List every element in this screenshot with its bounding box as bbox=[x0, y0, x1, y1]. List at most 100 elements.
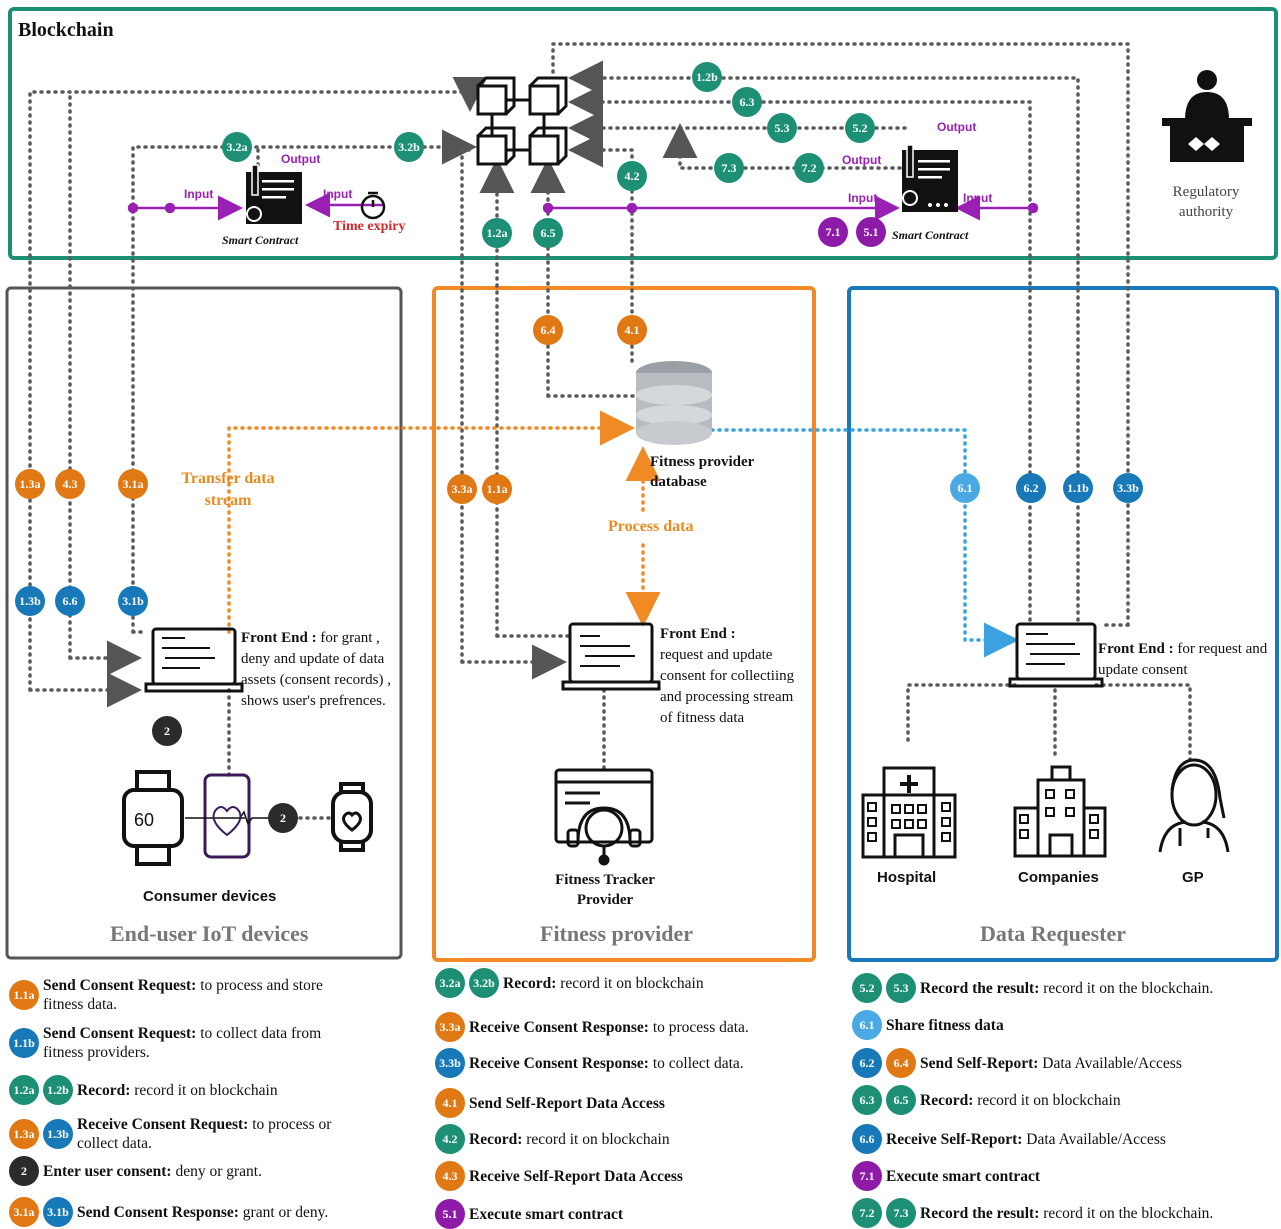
legend-badge: 3.3b bbox=[435, 1048, 465, 1078]
badge-5-1: 5.1 bbox=[856, 217, 886, 247]
badge-7-1: 7.1 bbox=[818, 217, 848, 247]
enduser-panel-title: End-user IoT devices bbox=[110, 921, 309, 946]
badge-6-2: 6.2 bbox=[1016, 473, 1046, 503]
legend-text: Enter user consent: deny or grant. bbox=[43, 1162, 262, 1181]
legend-badge: 3.1a bbox=[9, 1197, 39, 1227]
legend-desc: record it on blockchain bbox=[973, 1091, 1121, 1109]
badge-3-1b: 3.1b bbox=[118, 586, 148, 616]
timer-icon bbox=[360, 191, 386, 220]
smart-contract-label: Smart Contract bbox=[222, 233, 299, 247]
legend-bold: Record: bbox=[503, 974, 557, 992]
badge-6-3: 6.3 bbox=[732, 87, 762, 117]
fitness-frontend-text: Front End :request and update consent fo… bbox=[660, 626, 795, 726]
legend-bold: Receive Consent Response: bbox=[469, 1018, 649, 1036]
legend-text: Receive Self-Report: Data Available/Acce… bbox=[886, 1130, 1166, 1149]
badge-2: 2 bbox=[152, 716, 182, 746]
smart-contract-right-icon bbox=[902, 144, 958, 212]
legend-text: Receive Self-Report Data Access bbox=[469, 1167, 683, 1186]
legend-text: Receive Consent Response: to process dat… bbox=[469, 1018, 749, 1037]
input-label: Input bbox=[323, 187, 353, 201]
legend-badge: 4.1 bbox=[435, 1088, 465, 1118]
legend-text: Execute smart contract bbox=[886, 1167, 1040, 1186]
enduser-panel-frame bbox=[5, 286, 403, 960]
badge-3-2a: 3.2a bbox=[222, 132, 252, 162]
legend-bold: Send Self-Report: bbox=[920, 1054, 1039, 1072]
badge-1-1b: 1.1b bbox=[1063, 473, 1093, 503]
line-73 bbox=[662, 123, 902, 170]
input-label: Input bbox=[184, 187, 214, 201]
legend-desc: to process data. bbox=[648, 1018, 749, 1036]
line-13 bbox=[28, 77, 488, 692]
fitness-panel-frame bbox=[432, 286, 816, 962]
legend-text: Send Self-Report Data Access bbox=[469, 1094, 665, 1113]
legend-bold: Record: bbox=[77, 1081, 131, 1099]
enduser-frontend-text: Front End : for grant , deny and update … bbox=[241, 630, 391, 709]
legend-badge: 3.3a bbox=[435, 1012, 465, 1042]
gp-label: GP bbox=[1182, 869, 1204, 886]
legend-badge: 7.1 bbox=[852, 1161, 882, 1191]
legend-badge: 6.2 bbox=[852, 1048, 882, 1078]
legend-bold: Enter user consent: bbox=[43, 1162, 172, 1180]
legend-badge: 6.1 bbox=[852, 1010, 882, 1040]
legend-desc: fitness data. bbox=[43, 996, 118, 1013]
legend-bold: Record the result: bbox=[920, 979, 1040, 997]
legend-badge: 5.2 bbox=[852, 973, 882, 1003]
legend-badge: 6.6 bbox=[852, 1124, 882, 1154]
legend-bold: Execute smart contract bbox=[886, 1167, 1041, 1185]
line-63 bbox=[568, 84, 1032, 622]
legend-bold: Execute smart contract bbox=[469, 1205, 624, 1223]
legend-text: Record: record it on blockchain bbox=[77, 1081, 278, 1100]
smartphone-icon bbox=[185, 773, 277, 859]
fitness-tracker-icon bbox=[554, 768, 654, 866]
output-label: Output bbox=[937, 120, 977, 134]
legend-bold: Record: bbox=[469, 1130, 523, 1148]
blockchain-title: Blockchain bbox=[18, 19, 114, 41]
legend-badge: 3.2b bbox=[469, 968, 499, 998]
legend-text: Execute smart contract bbox=[469, 1205, 623, 1224]
fitness-tracker-label: Fitness Tracker Provider bbox=[555, 872, 655, 908]
legend-badge: 1.2b bbox=[43, 1075, 73, 1105]
badge-7-3: 7.3 bbox=[714, 153, 744, 183]
badge-1-3a: 1.3a bbox=[15, 469, 45, 499]
line-42 bbox=[568, 132, 634, 208]
input-label: Input bbox=[848, 191, 878, 205]
fitness-panel-title: Fitness provider bbox=[540, 921, 693, 946]
legend-badge: 5.3 bbox=[886, 973, 916, 1003]
line-12b bbox=[568, 60, 1080, 622]
regulatory-authority-label: Regulatory authority bbox=[1172, 184, 1240, 220]
consumer-devices-label: Consumer devices bbox=[143, 888, 277, 905]
legend-bold: Send Consent Request: bbox=[43, 1025, 197, 1042]
companies-icon bbox=[1013, 765, 1107, 858]
legend-desc: Data Available/Access bbox=[1022, 1130, 1166, 1148]
badge-4-1: 4.1 bbox=[617, 315, 647, 345]
legend-badge: 4.3 bbox=[435, 1161, 465, 1191]
legend-desc: record it on blockchain bbox=[522, 1130, 670, 1148]
smart-contract-left-icon bbox=[246, 164, 302, 224]
legend-desc: to process and store bbox=[196, 977, 323, 994]
legend-desc: grant or deny. bbox=[238, 1203, 329, 1221]
badge-6-6: 6.6 bbox=[55, 586, 85, 616]
legend-text: Record: record it on blockchain bbox=[920, 1091, 1121, 1110]
badge-6-4: 6.4 bbox=[533, 315, 563, 345]
requester-panel-frame bbox=[847, 286, 1279, 962]
legend-badge: 6.5 bbox=[886, 1085, 916, 1115]
requester-frontend-text: Front End : for request and update conse… bbox=[1098, 641, 1268, 678]
badge-5-2: 5.2 bbox=[845, 113, 875, 143]
legend-desc: record it on the blockchain. bbox=[1039, 1204, 1214, 1222]
gp-icon bbox=[1158, 758, 1230, 853]
legend-text: Send Consent Request: to process and sto… bbox=[43, 976, 323, 1014]
legend-bold: Share fitness data bbox=[886, 1016, 1004, 1034]
legend-text: Record the result: record it on the bloc… bbox=[920, 979, 1213, 998]
badge-3-1a: 3.1a bbox=[118, 469, 148, 499]
database-icon bbox=[636, 361, 712, 445]
